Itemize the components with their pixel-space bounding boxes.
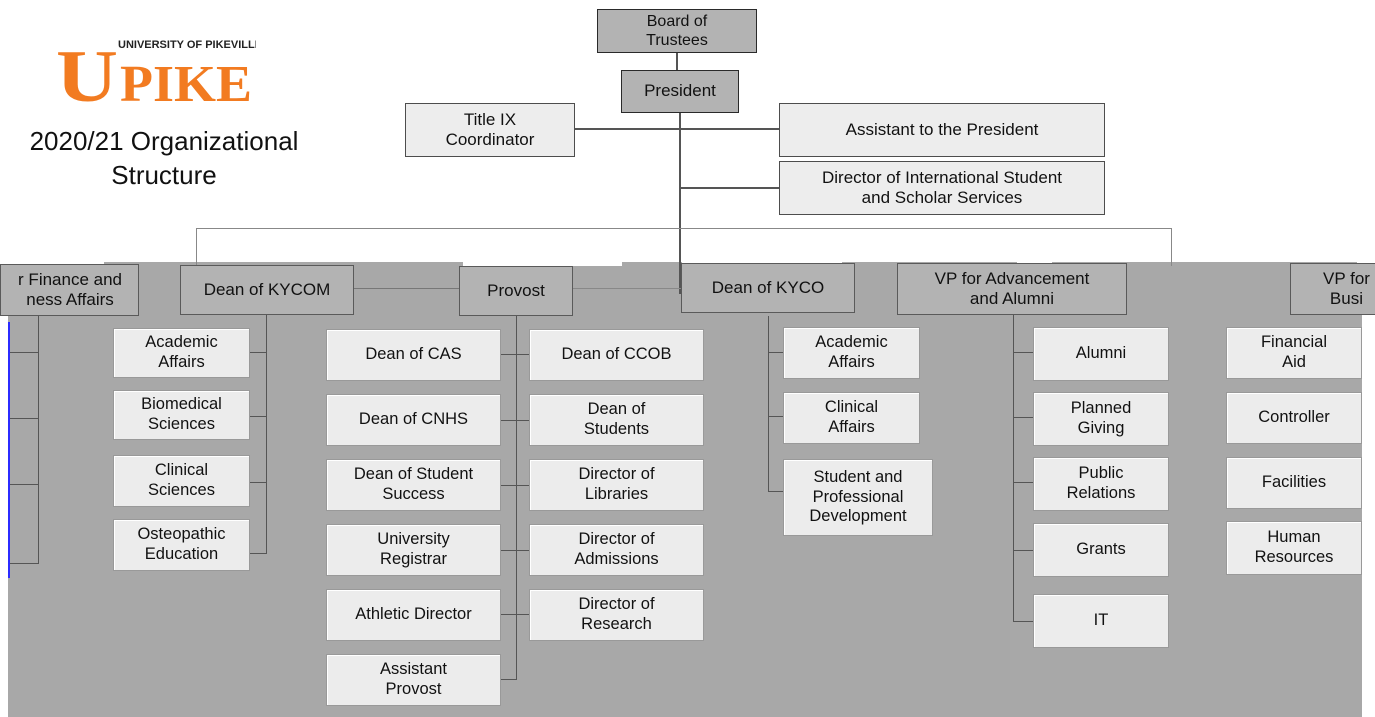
dean-kycom-box: Dean of KYCOM — [180, 265, 354, 315]
svg-text:U: U — [56, 36, 118, 105]
financial-aid-box: Financial Aid — [1226, 327, 1362, 379]
upike-logo: UNIVERSITY OF PIKEVILLE U PIKE — [56, 33, 262, 118]
dean-of-cnhs-box: Dean of CNHS — [326, 394, 501, 446]
director-of-research-box: Director of Research — [529, 589, 704, 641]
it-box: IT — [1033, 594, 1169, 648]
director-of-admissions-box: Director of Admissions — [529, 524, 704, 576]
provost-box: Provost — [459, 266, 573, 316]
human-resources-box: Human Resources — [1226, 521, 1362, 575]
international-services-box: Director of International Student and Sc… — [779, 161, 1105, 215]
president-box: President — [621, 70, 739, 113]
logo-university-text: UNIVERSITY OF PIKEVILLE — [118, 39, 256, 51]
vp-finance-box: r Finance and ness Affairs — [0, 264, 139, 316]
assistant-provost-box: Assistant Provost — [326, 654, 501, 706]
connector-main-vertical — [679, 112, 681, 294]
dean-of-student-success-box: Dean of Student Success — [326, 459, 501, 511]
planned-giving-box: Planned Giving — [1033, 392, 1169, 446]
grants-box: Grants — [1033, 523, 1169, 577]
kycom-academic-affairs-box: Academic Affairs — [113, 328, 250, 378]
vp-business-box: VP for Busi — [1290, 263, 1375, 315]
upike-logo-graphic: UNIVERSITY OF PIKEVILLE U PIKE — [56, 36, 262, 118]
facilities-box: Facilities — [1226, 457, 1362, 509]
dean-kyco-box: Dean of KYCO — [681, 263, 855, 313]
svg-text:PIKE: PIKE — [120, 56, 252, 105]
board-of-trustees-box: Board of Trustees — [597, 9, 757, 53]
kyco-clinical-affairs-box: Clinical Affairs — [783, 392, 920, 444]
page-title: 2020/21 Organizational Structure — [29, 126, 299, 190]
university-registrar-box: University Registrar — [326, 524, 501, 576]
controller-box: Controller — [1226, 392, 1362, 444]
athletic-director-box: Athletic Director — [326, 589, 501, 641]
director-of-libraries-box: Director of Libraries — [529, 459, 704, 511]
kyco-student-professional-development-box: Student and Professional Development — [783, 459, 933, 536]
kycom-osteopathic-education-box: Osteopathic Education — [113, 519, 250, 571]
kycom-clinical-sciences-box: Clinical Sciences — [113, 455, 250, 507]
title-ix-coordinator-box: Title IX Coordinator — [405, 103, 575, 157]
vp-advancement-box: VP for Advancement and Alumni — [897, 263, 1127, 315]
connector-horizontal-bar — [196, 228, 1172, 229]
dean-of-students-box: Dean of Students — [529, 394, 704, 446]
dean-of-ccob-box: Dean of CCOB — [529, 329, 704, 381]
public-relations-box: Public Relations — [1033, 457, 1169, 511]
assistant-to-president-box: Assistant to the President — [779, 103, 1105, 157]
dean-of-cas-box: Dean of CAS — [326, 329, 501, 381]
connector-staff — [574, 128, 780, 130]
alumni-box: Alumni — [1033, 327, 1169, 381]
kycom-biomedical-sciences-box: Biomedical Sciences — [113, 390, 250, 440]
kyco-academic-affairs-box: Academic Affairs — [783, 327, 920, 379]
